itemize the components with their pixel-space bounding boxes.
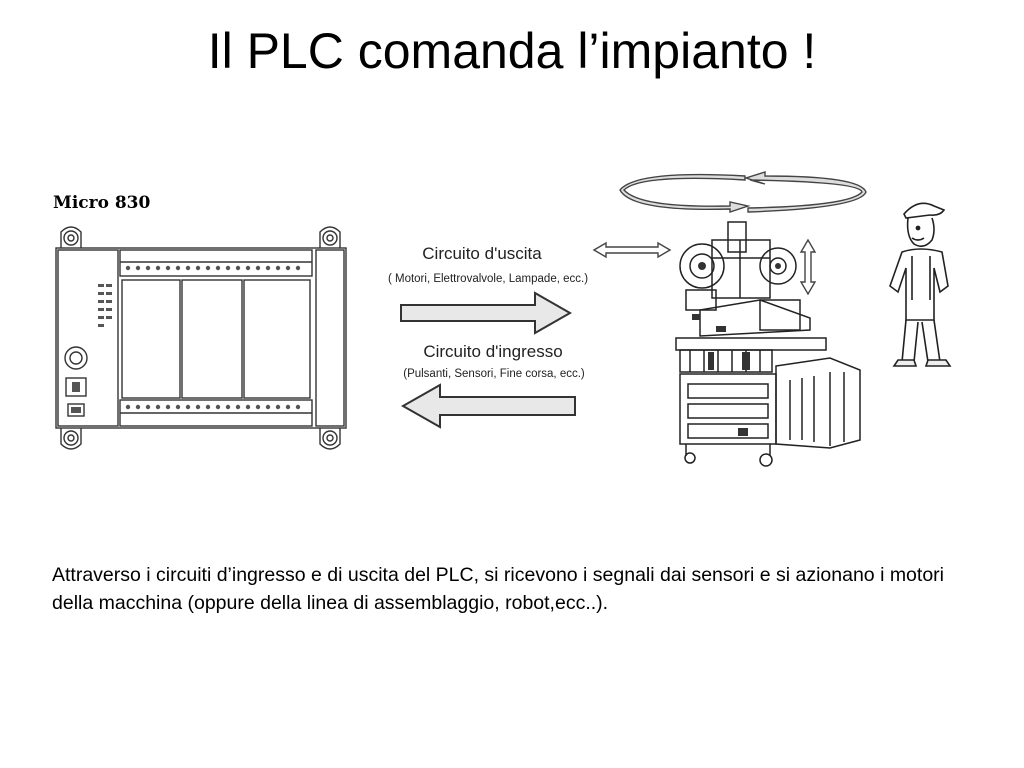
input-circuit-label: Circuito d'ingresso bbox=[423, 342, 563, 361]
slide-body-text: Attraverso i circuiti d’ingresso e di us… bbox=[52, 564, 944, 614]
slide-title: Il PLC comanda l’impianto ! bbox=[207, 23, 817, 79]
output-circuit-label: Circuito d'uscita bbox=[422, 244, 542, 263]
plc-model-label: Micro 830 bbox=[53, 193, 151, 213]
output-circuit-examples: ( Motori, Elettrovalvole, Lampade, ecc.) bbox=[387, 273, 589, 285]
input-circuit-examples: (Pulsanti, Sensori, Fine corsa, ecc.) bbox=[403, 368, 585, 380]
